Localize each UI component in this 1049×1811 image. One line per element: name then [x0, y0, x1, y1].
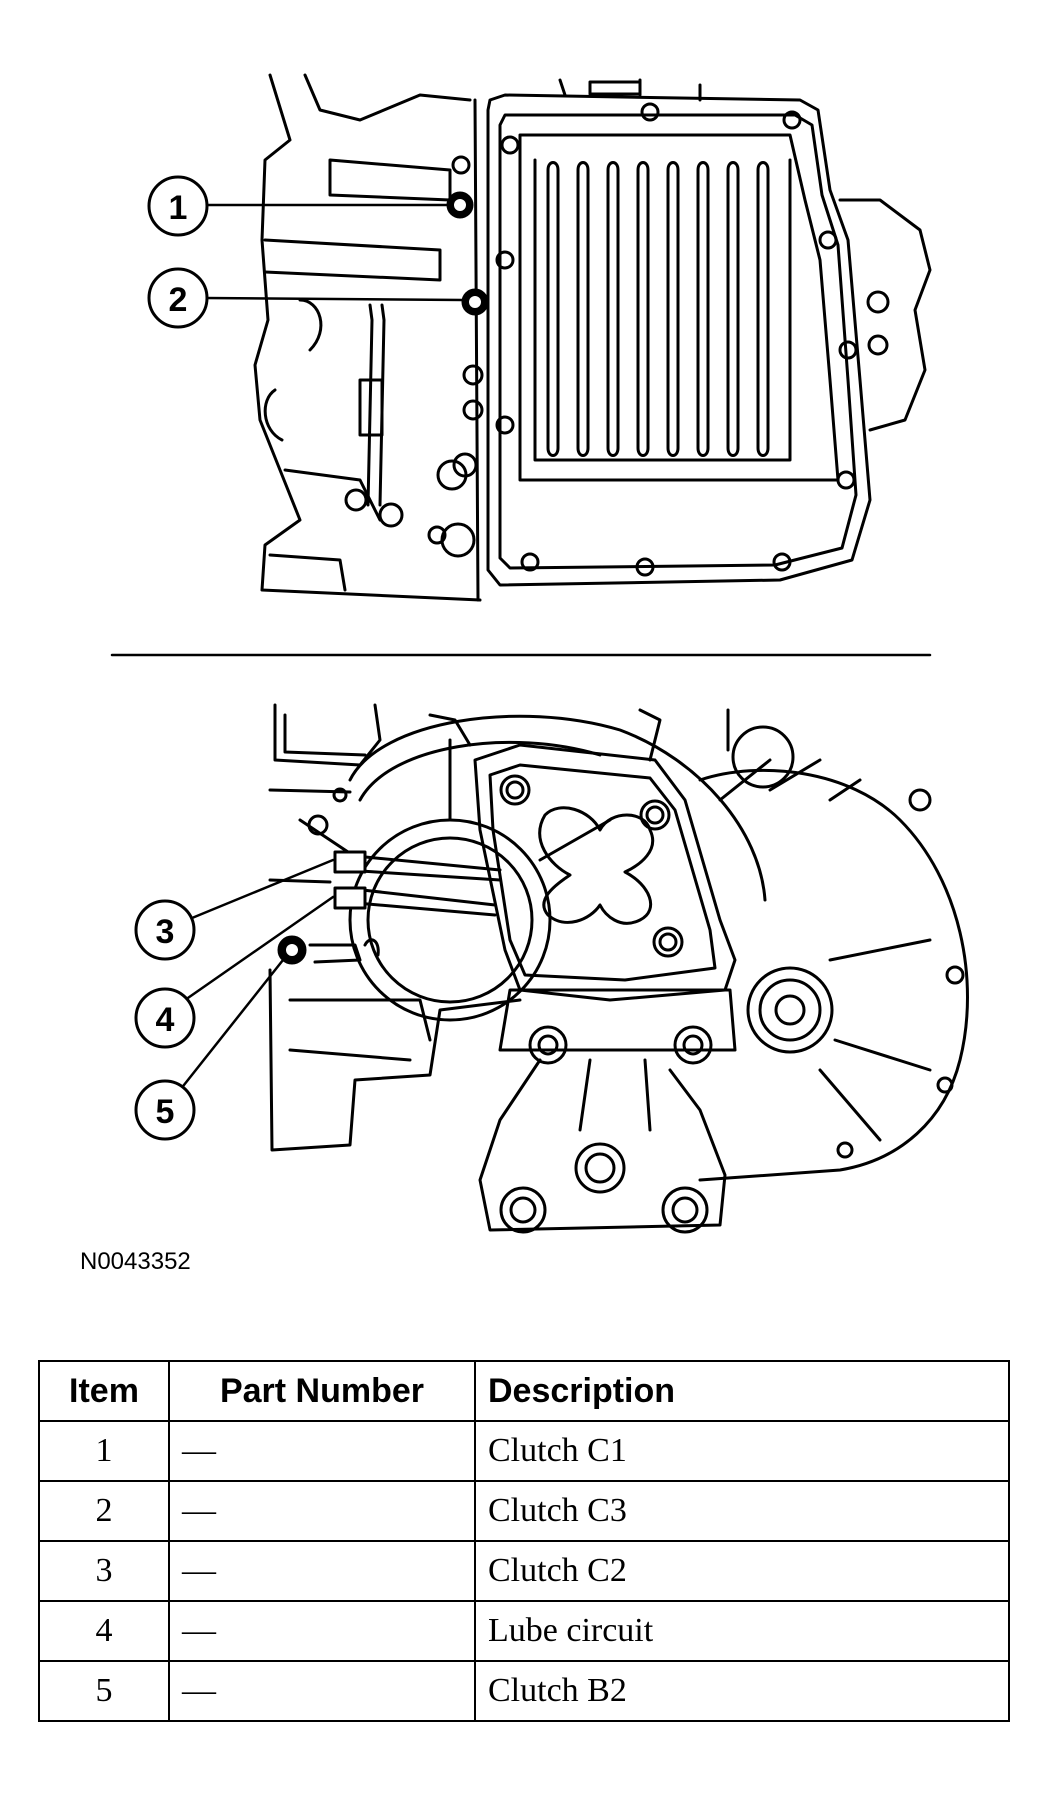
cell-part-number: —	[168, 1540, 476, 1602]
callout-label-2: 2	[169, 281, 188, 319]
bottom-view-drawing	[268, 703, 969, 1234]
header-item: Item	[38, 1360, 170, 1422]
cell-description: Clutch C2	[474, 1540, 1010, 1602]
callout-2: 2	[147, 267, 465, 329]
figure-id: N0043352	[80, 1248, 191, 1275]
table-row: 4 — Lube circuit	[38, 1600, 1010, 1662]
header-part-number: Part Number	[168, 1360, 476, 1422]
table-header-row: Item Part Number Description	[38, 1360, 1010, 1422]
cell-item: 1	[38, 1420, 170, 1482]
cell-description: Clutch C1	[474, 1420, 1010, 1482]
table-row: 5 — Clutch B2	[38, 1660, 1010, 1722]
cell-part-number: —	[168, 1660, 476, 1722]
cell-item: 4	[38, 1600, 170, 1662]
cell-part-number: —	[168, 1420, 476, 1482]
table-row: 2 — Clutch C3	[38, 1480, 1010, 1542]
cell-description: Lube circuit	[474, 1600, 1010, 1662]
callout-4: 4	[134, 895, 335, 1049]
table-row: 3 — Clutch C2	[38, 1540, 1010, 1602]
cell-item: 3	[38, 1540, 170, 1602]
callout-label-5: 5	[156, 1093, 175, 1131]
parts-table: Item Part Number Description 1 — Clutch …	[38, 1360, 1010, 1722]
callout-label-4: 4	[156, 1001, 175, 1039]
cell-part-number: —	[168, 1480, 476, 1542]
cell-description: Clutch C3	[474, 1480, 1010, 1542]
callout-label-3: 3	[156, 913, 175, 951]
cell-part-number: —	[168, 1600, 476, 1662]
callout-3: 3	[134, 858, 335, 961]
header-description: Description	[474, 1360, 1010, 1422]
transmission-illustration: 1 2	[110, 73, 969, 1234]
cell-item: 2	[38, 1480, 170, 1542]
callout-label-1: 1	[169, 189, 188, 227]
callout-5: 5	[134, 958, 285, 1141]
cell-item: 5	[38, 1660, 170, 1722]
cell-description: Clutch B2	[474, 1660, 1010, 1722]
callout-1: 1	[147, 175, 450, 237]
top-view-drawing	[253, 73, 932, 602]
table-row: 1 — Clutch C1	[38, 1420, 1010, 1482]
